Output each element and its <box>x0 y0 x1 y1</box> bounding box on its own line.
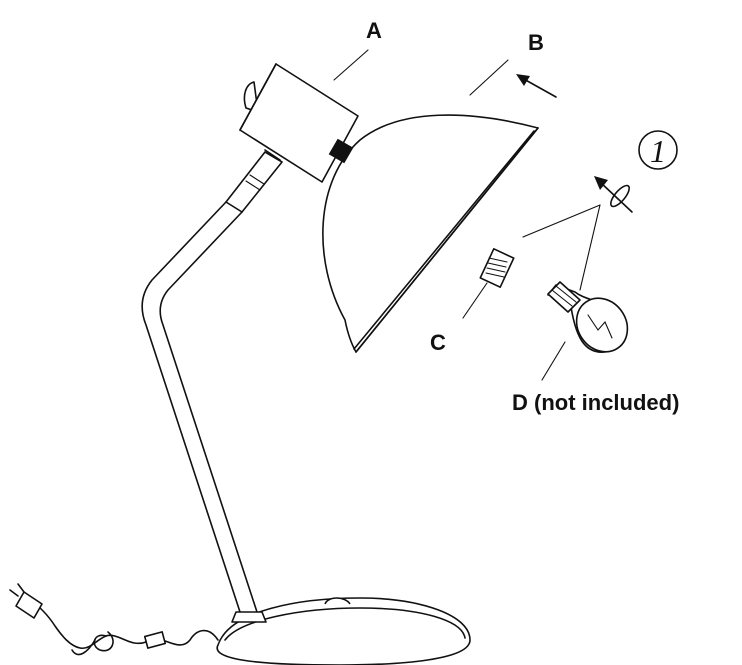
lamp-shade <box>322 114 539 353</box>
label-a: A <box>366 18 382 43</box>
step-number: 1 <box>650 133 666 169</box>
socket-ring <box>479 248 515 288</box>
direction-arrow-icon <box>516 74 557 98</box>
lamp-head <box>239 63 359 183</box>
lamp-arm <box>141 151 283 613</box>
leader-lines <box>333 49 601 381</box>
label-c: C <box>430 330 446 355</box>
power-cord <box>29 599 219 656</box>
label-b: B <box>528 30 544 55</box>
lamp-base <box>216 597 471 665</box>
light-bulb <box>547 281 629 353</box>
step-number-badge: 1 <box>638 130 678 170</box>
label-d: D (not included) <box>512 390 679 415</box>
rotation-arrow-icon <box>594 176 633 213</box>
power-plug <box>9 583 43 619</box>
